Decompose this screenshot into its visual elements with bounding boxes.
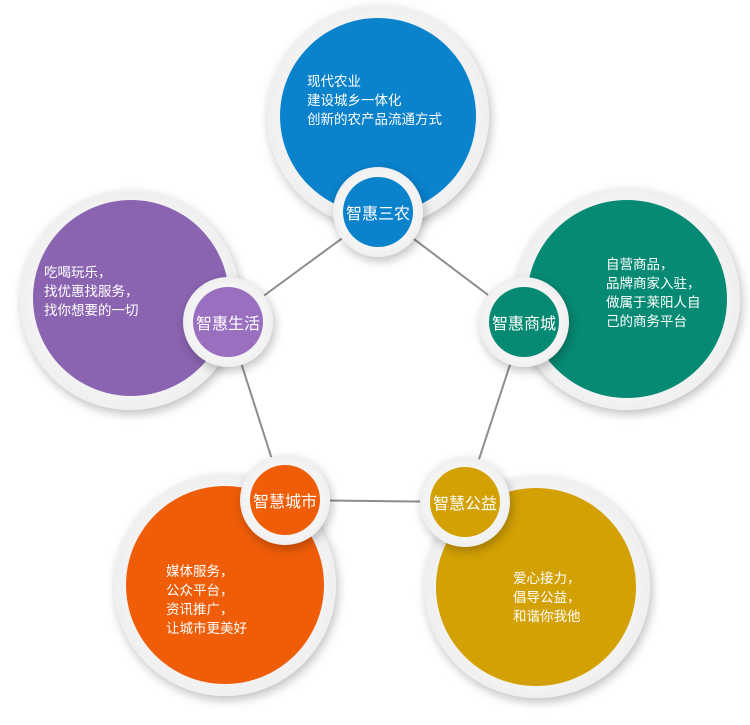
gongyi-description: 爱心接力， 倡导公益， 和谐你我他 — [513, 570, 581, 627]
description-line: 资讯推广， — [166, 602, 234, 618]
description-line: 让城市更美好 — [166, 621, 247, 637]
description-line: 爱心接力， — [513, 571, 581, 587]
sannong-description: 现代农业建设城乡一体化创新的农产品流通方式 — [307, 73, 442, 130]
description-line: 建设城乡一体化 — [307, 93, 402, 109]
description-line: 吃喝玩乐， — [44, 265, 112, 281]
description-line: 己的商务平台 — [606, 314, 687, 330]
shangcheng-description: 自营商品， 品牌商家入驻， 做属于莱阳人自己的商务平台 — [606, 256, 701, 332]
shangcheng-badge[interactable]: 智惠商城 — [489, 287, 559, 357]
sannong-badge[interactable]: 智惠三农 — [343, 177, 413, 247]
description-line: 和谐你我他 — [513, 609, 581, 625]
description-line: 找你想要的一切 — [44, 303, 139, 319]
description-line: 创新的农产品流通方式 — [307, 112, 442, 128]
chengshi-badge[interactable]: 智慧城市 — [250, 465, 320, 535]
gongyi-badge[interactable]: 智慧公益 — [430, 467, 500, 537]
shenghuo-badge[interactable]: 智惠生活 — [193, 287, 263, 357]
chengshi-description: 媒体服务， 公众平台， 资讯推广， 让城市更美好 — [166, 563, 247, 639]
description-line: 媒体服务， — [166, 564, 234, 580]
description-line: 品牌商家入驻， — [606, 276, 701, 292]
description-line: 倡导公益， — [513, 590, 581, 606]
description-line: 现代农业 — [307, 74, 361, 90]
description-line: 找优惠找服务， — [44, 284, 139, 300]
shenghuo-description: 吃喝玩乐， 找优惠找服务， 找你想要的一切 — [44, 264, 139, 321]
description-line: 公众平台， — [166, 583, 234, 599]
description-line: 做属于莱阳人自 — [606, 295, 701, 311]
description-line: 自营商品， — [606, 257, 674, 273]
